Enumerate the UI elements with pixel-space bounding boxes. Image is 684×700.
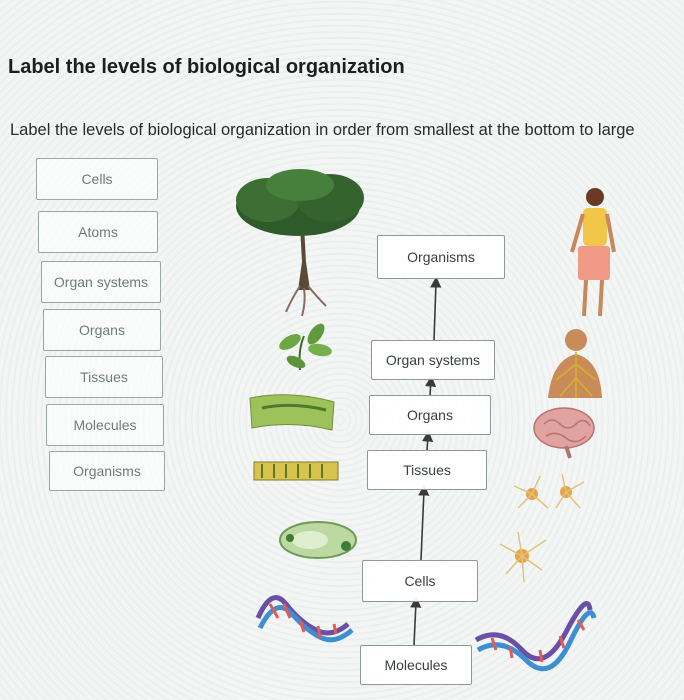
- arrow-organ-systems-to-organisms: [430, 276, 442, 341]
- human-figure-icon: [570, 188, 616, 317]
- label-chip-molecules[interactable]: Molecules: [46, 404, 164, 446]
- arrow-tissues-to-organs: [422, 430, 434, 451]
- label-chip-cells[interactable]: Cells: [36, 158, 158, 200]
- brain-icon: [533, 407, 595, 459]
- label-chip-organisms[interactable]: Organisms: [49, 451, 165, 491]
- leaf-icon: [279, 323, 332, 371]
- label-chip-organs[interactable]: Organs: [43, 309, 161, 351]
- drop-zone-molecules[interactable]: Molecules: [360, 645, 472, 685]
- label-chip-atoms[interactable]: Atoms: [38, 211, 158, 253]
- dna-icon: [474, 601, 597, 672]
- neuron-icon: [499, 531, 547, 583]
- drop-zone-organ-systems[interactable]: Organ systems: [371, 340, 495, 380]
- drop-zone-organs[interactable]: Organs: [369, 395, 491, 435]
- arrow-molecules-to-cells: [410, 596, 422, 646]
- page-title: Label the levels of biological organizat…: [8, 56, 405, 78]
- drop-zone-cells[interactable]: Cells: [362, 560, 478, 602]
- arrow-organs-to-organ-systems: [425, 375, 437, 396]
- label-chip-organ-systems[interactable]: Organ systems: [41, 261, 161, 303]
- epidermis-icon: [253, 461, 339, 481]
- arrow-cells-to-tissues: [418, 484, 430, 561]
- instructions-text: Label the levels of biological organizat…: [10, 121, 635, 139]
- leaf-tissue-icon: [249, 394, 335, 431]
- nervous-system-icon: [548, 329, 602, 398]
- drop-zone-organisms[interactable]: Organisms: [377, 235, 505, 279]
- neuron-icon: [513, 473, 585, 509]
- label-chip-tissues[interactable]: Tissues: [45, 356, 163, 398]
- tree-icon: [236, 169, 364, 317]
- drop-zone-tissues[interactable]: Tissues: [367, 450, 487, 490]
- connector-arrows: [410, 276, 442, 646]
- dna-icon: [255, 595, 354, 643]
- plant-cell-icon: [279, 521, 357, 559]
